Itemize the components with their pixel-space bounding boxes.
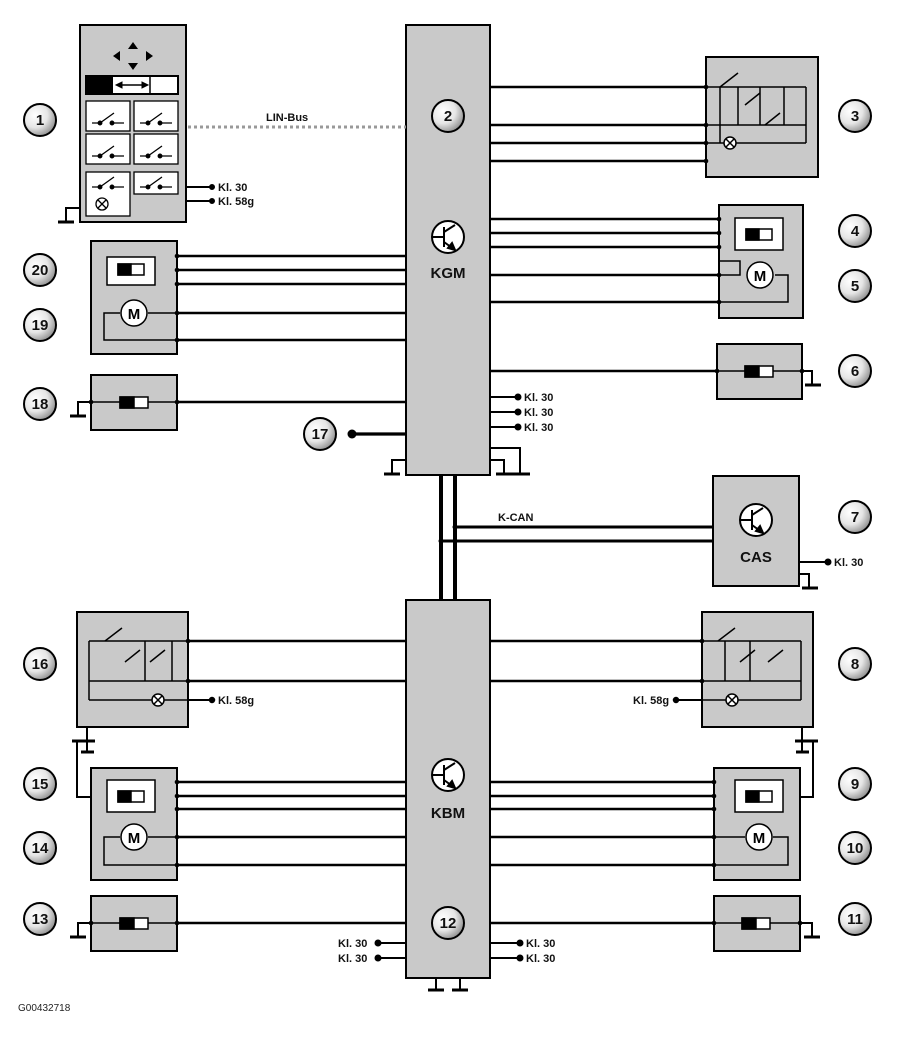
terminal-stubs	[374, 393, 832, 962]
svg-text:13: 13	[32, 911, 49, 928]
motor-label: M	[128, 830, 141, 847]
hall-sensor-icon	[714, 917, 800, 930]
svg-text:1: 1	[36, 112, 44, 129]
wires	[76, 85, 814, 925]
motor-icon	[120, 299, 148, 327]
terminal-label: Kl. 30	[526, 938, 555, 950]
component-badge-19: 19	[23, 308, 57, 342]
transistor-icons	[431, 220, 773, 792]
component-badge-3: 3	[838, 99, 872, 133]
terminal-label: Kl. 58g	[218, 196, 254, 208]
switch-block-3-box	[705, 56, 819, 178]
motor-label: M	[128, 306, 141, 323]
k-can-label: K-CAN	[498, 512, 533, 524]
transistor-icon	[431, 758, 465, 792]
cas-label: CAS	[740, 549, 772, 566]
motor-icon	[120, 823, 148, 851]
motor-labels: M M M M	[128, 268, 767, 847]
transistor-icon	[739, 503, 773, 537]
component-badge-16: 16	[23, 647, 57, 681]
transistor-icon	[431, 220, 465, 254]
kbm-label: KBM	[431, 805, 465, 822]
svg-text:6: 6	[851, 363, 859, 380]
svg-text:2: 2	[444, 108, 452, 125]
switch-block-16-symbols	[88, 627, 216, 707]
svg-text:14: 14	[32, 840, 49, 857]
component-badge-17: 17	[303, 417, 337, 451]
svg-text:19: 19	[32, 317, 49, 334]
component-badge-6: 6	[838, 354, 872, 388]
terminal-label: Kl. 58g	[633, 695, 669, 707]
arrow-up-icon	[128, 42, 138, 49]
terminal-label: Kl. 30	[526, 953, 555, 965]
terminal-label: Kl. 30	[524, 392, 553, 404]
component-badge-11: 11	[838, 902, 872, 936]
terminal-labels: Kl. 30 Kl. 58g Kl. 30 Kl. 30 Kl. 30 Kl. …	[218, 182, 863, 965]
component-badge-12: 12	[431, 906, 465, 940]
ground-symbols	[58, 207, 821, 992]
motor-label: M	[754, 268, 767, 285]
svg-text:8: 8	[851, 656, 859, 673]
component-badge-8: 8	[838, 647, 872, 681]
number-badges: 1 2 3 4 5 6 7 8 9 10 11 12 13 14 15 16 1…	[23, 99, 872, 940]
hall-sensor-icon	[91, 396, 177, 409]
terminal-label: Kl. 30	[338, 938, 367, 950]
module-boxes	[76, 24, 819, 979]
component-badge-4: 4	[838, 214, 872, 248]
lin-bus-label: LIN-Bus	[266, 112, 308, 124]
component-badge-20: 20	[23, 253, 57, 287]
figure-id: G00432718	[18, 1003, 71, 1014]
svg-text:16: 16	[32, 656, 49, 673]
terminal-label: Kl. 30	[338, 953, 367, 965]
svg-text:11: 11	[847, 911, 863, 928]
switch-block-8-symbols	[672, 627, 802, 707]
terminal-label: Kl. 30	[218, 182, 247, 194]
svg-text:20: 20	[32, 262, 49, 279]
arrow-down-icon	[128, 63, 138, 70]
terminal-label: Kl. 30	[524, 407, 553, 419]
component-badge-9: 9	[838, 767, 872, 801]
component-badge-10: 10	[838, 831, 872, 865]
hall-sensor-icon	[91, 917, 177, 930]
svg-text:12: 12	[440, 915, 457, 932]
svg-text:17: 17	[312, 426, 329, 443]
motor-icon	[746, 261, 774, 289]
switch-block-3-symbols	[706, 72, 807, 150]
terminal-label: Kl. 58g	[218, 695, 254, 707]
hall-sensor-symbols	[91, 365, 802, 930]
svg-text:18: 18	[32, 396, 49, 413]
arrow-left-icon	[113, 51, 120, 61]
motor-icon	[745, 823, 773, 851]
component-badge-15: 15	[23, 767, 57, 801]
svg-text:10: 10	[847, 840, 864, 857]
component-badge-2: 2	[431, 99, 465, 133]
motor-label: M	[753, 830, 766, 847]
switch-block-8-box	[701, 611, 814, 728]
kgm-label: KGM	[431, 265, 466, 282]
terminal-label: Kl. 30	[524, 422, 553, 434]
cas-box	[712, 475, 800, 587]
actuator-symbols	[103, 217, 789, 866]
svg-text:7: 7	[851, 509, 859, 526]
lamp-icon	[95, 197, 109, 211]
control-panel-symbols	[85, 42, 215, 217]
svg-text:9: 9	[851, 776, 859, 793]
svg-text:15: 15	[32, 776, 49, 793]
switch-block-16-box	[76, 611, 189, 728]
component-badge-5: 5	[838, 269, 872, 303]
arrow-right-icon	[146, 51, 153, 61]
component-badge-18: 18	[23, 387, 57, 421]
component-badge-13: 13	[23, 902, 57, 936]
component-badge-7: 7	[838, 500, 872, 534]
component-badge-1: 1	[23, 103, 57, 137]
svg-text:5: 5	[851, 278, 859, 295]
hall-sensor-icon	[717, 365, 802, 378]
svg-text:4: 4	[851, 223, 860, 240]
svg-text:3: 3	[851, 108, 859, 125]
component-badge-14: 14	[23, 831, 57, 865]
terminal-label: Kl. 30	[834, 557, 863, 569]
